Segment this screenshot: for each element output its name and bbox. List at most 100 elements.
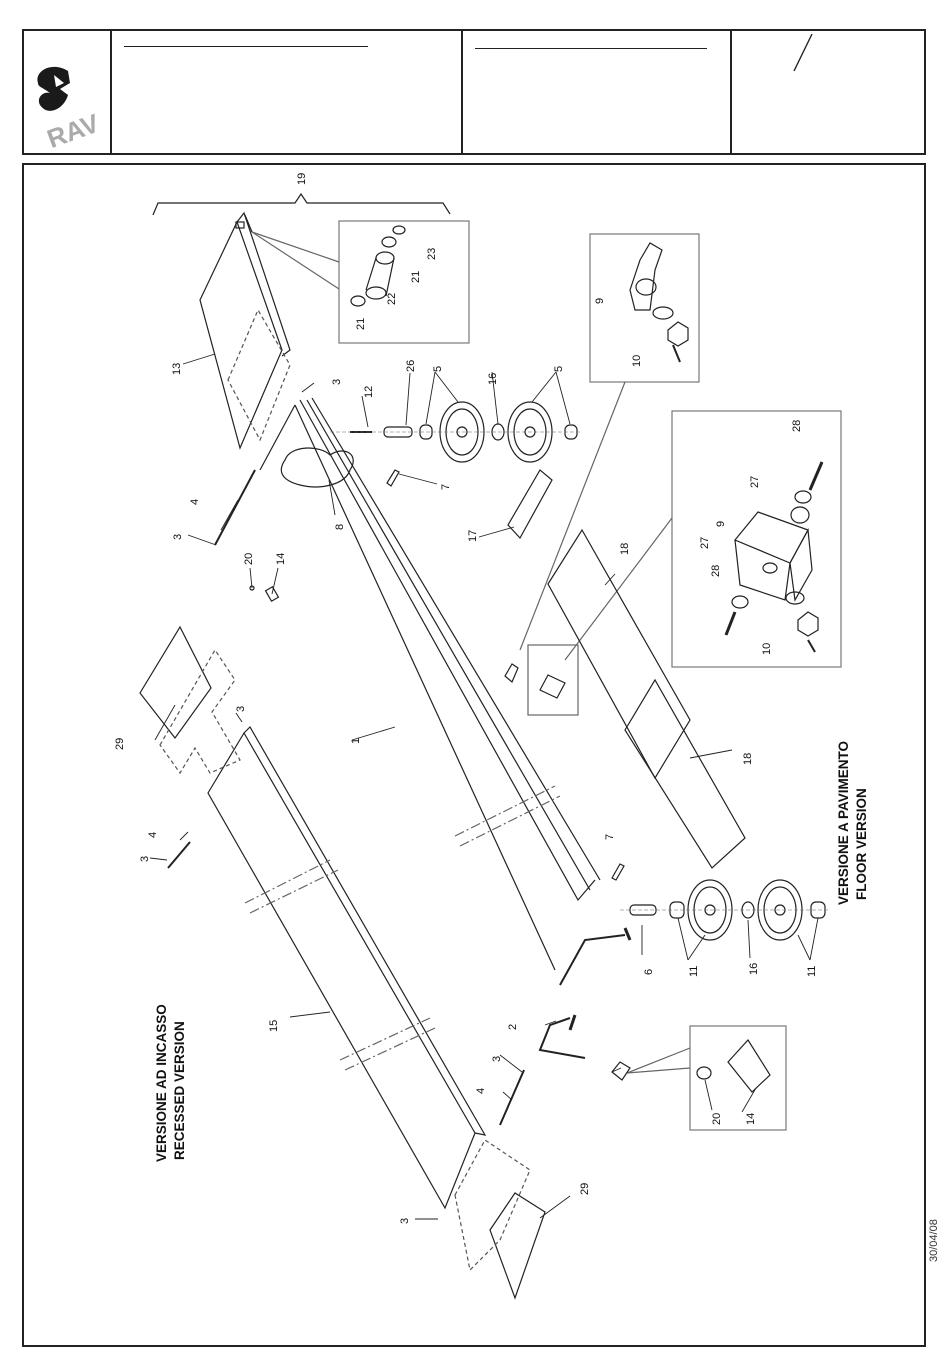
callout-3: 3 [172, 534, 184, 540]
handle-2 [538, 934, 626, 1059]
washer-21a [381, 236, 397, 248]
plate-29b [489, 1192, 546, 1300]
rav-logo-icon: RAV [37, 66, 104, 154]
callout-3: 3 [399, 1218, 411, 1224]
washer-27b [731, 595, 749, 609]
callout-18: 18 [742, 753, 754, 765]
callout-4: 4 [189, 499, 201, 505]
callout-4: 4 [475, 1088, 487, 1094]
recessed-version-title-en: RECESSED VERSION [172, 1021, 187, 1160]
callout-18: 18 [619, 543, 631, 555]
washer-27a [794, 490, 812, 504]
assembly-brace-19 [152, 192, 451, 216]
panel-18a [547, 528, 691, 780]
sheet-slash-icon [793, 33, 813, 72]
callout-6: 6 [643, 969, 655, 975]
callout-4: 4 [147, 832, 159, 838]
rod-4b [167, 841, 191, 869]
detail-box-fitting [589, 233, 700, 383]
callout-27: 27 [749, 476, 761, 488]
block-9-lower [734, 506, 813, 602]
callout-9: 9 [594, 298, 606, 304]
title-underline [124, 46, 368, 47]
detail-box-spring [338, 220, 470, 344]
callout-13: 13 [171, 363, 183, 375]
callout-12: 12 [363, 386, 375, 398]
plate-17 [507, 469, 553, 540]
drawing-frame [22, 163, 926, 1347]
callout-23: 23 [426, 248, 438, 260]
callout-7: 7 [440, 484, 452, 490]
washer-21b [350, 295, 366, 307]
cover-15 [207, 731, 476, 1210]
callout-10: 10 [631, 355, 643, 367]
callout-16: 16 [487, 373, 499, 385]
assembly-fitting-box [527, 644, 579, 716]
callout-2: 2 [507, 1024, 519, 1030]
callout-15: 15 [268, 1020, 280, 1032]
callout-21: 21 [410, 271, 422, 283]
callout-8: 8 [334, 524, 346, 530]
floor-version-title-it: VERSIONE A PAVIMENTO [836, 741, 851, 905]
lid-13 [199, 220, 283, 450]
callout-17: 17 [467, 530, 479, 542]
callout-5: 5 [432, 366, 444, 372]
pin-10b [807, 639, 816, 653]
bolt-28b [724, 611, 737, 636]
panel-18b [624, 678, 746, 869]
callout-3: 3 [491, 1056, 503, 1062]
callout-11: 11 [688, 966, 700, 977]
fitting-9-upper [629, 242, 689, 347]
callout-10: 10 [761, 643, 773, 655]
callout-28: 28 [791, 420, 803, 432]
bracket-7b [611, 863, 625, 881]
callout-20: 20 [711, 1113, 723, 1125]
detail-box-hinge [689, 1025, 787, 1131]
rod-4-top [214, 469, 256, 546]
callout-28: 28 [710, 565, 722, 577]
nut [797, 611, 819, 637]
callout-5: 5 [553, 366, 565, 372]
pin-10a [672, 344, 681, 363]
callout-14: 14 [275, 553, 287, 565]
callout-22: 22 [386, 293, 398, 305]
callout-1: 1 [350, 738, 362, 744]
callout-26: 26 [405, 360, 417, 372]
callout-11: 11 [806, 966, 818, 977]
floor-version-title-en: FLOOR VERSION [854, 788, 869, 900]
hinge-14-detail [727, 1039, 771, 1093]
code-underline [475, 48, 707, 49]
callout-3: 3 [235, 706, 247, 712]
revision-date: 30/04/08 [928, 1219, 940, 1262]
break-mark-channel [454, 785, 561, 847]
cap-20-detail [696, 1066, 712, 1080]
code-field-cell [463, 31, 732, 153]
channel-outer-edge [294, 404, 556, 971]
callout-29: 29 [579, 1183, 591, 1195]
callout-14: 14 [745, 1113, 757, 1125]
callout-20: 20 [243, 553, 255, 565]
detail-box-block [671, 410, 842, 668]
title-field-cell [112, 31, 463, 153]
callout-29: 29 [114, 738, 126, 750]
rod-4c [499, 1069, 525, 1126]
ring-23 [392, 225, 406, 235]
callout-3: 3 [139, 856, 151, 862]
plate-29a [139, 625, 212, 740]
hinge-14a [264, 585, 280, 603]
sheet-field-cell [732, 31, 928, 153]
callout-19: 19 [296, 173, 308, 185]
callout-9: 9 [715, 521, 727, 527]
bracket-7a [386, 469, 400, 487]
callout-27: 27 [699, 537, 711, 549]
callout-16: 16 [748, 963, 760, 975]
break-mark-cover [244, 859, 436, 1071]
spring-cylinder-22 [365, 251, 395, 300]
callout-7: 7 [604, 834, 616, 840]
callout-3: 3 [331, 379, 343, 385]
plate-8 [280, 447, 354, 488]
bolt-28a [808, 461, 824, 491]
recessed-version-title-it: VERSIONE AD INCASSO [154, 1004, 169, 1162]
logo-cell: RAV [24, 31, 112, 154]
